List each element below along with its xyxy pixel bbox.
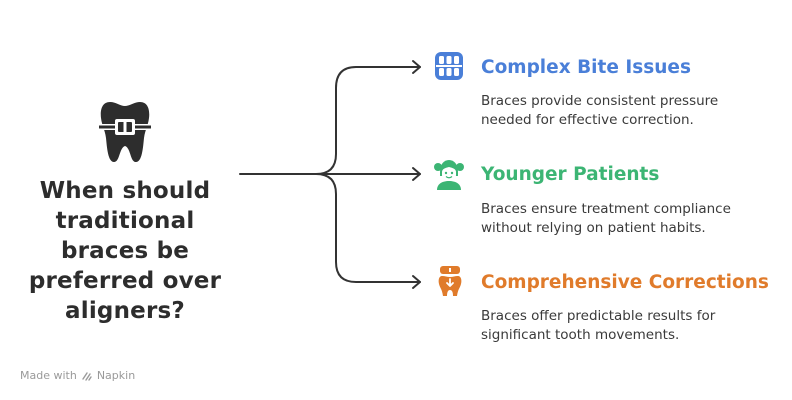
branch-desc-comprehensive: Braces offer predictable results for sig… [481,307,781,345]
branch-desc-younger-patients: Braces ensure treatment compliance witho… [481,200,781,238]
desc-line: significant tooth movements. [481,327,680,343]
question-line: traditional [55,208,195,234]
branch-desc-complex-bite: Braces provide consistent pressure neede… [481,92,781,130]
question-line: When should [39,178,211,204]
child-girl-icon [434,160,464,190]
desc-line: Braces ensure treatment compliance [481,201,731,217]
teeth-braces-icon [435,52,463,80]
made-with-napkin-watermark[interactable]: Made with Napkin [20,369,135,382]
desc-line: needed for effective correction. [481,112,694,128]
arrowhead-bottom [412,275,421,289]
watermark-brand: Napkin [96,369,136,382]
question-line: braces be [60,238,190,264]
desc-line: Braces offer predictable results for [481,308,716,324]
connector-branch-bottom [315,173,421,283]
question-line: aligners? [65,298,185,324]
arrowhead-top [412,60,421,74]
question-line: preferred over [28,268,222,294]
branch-title-complex-bite: Complex Bite Issues [481,57,691,78]
central-question: When should traditional braces be prefer… [20,176,230,326]
branch-title-younger-patients: Younger Patients [481,164,660,185]
tooth-adjust-icon [438,266,462,296]
desc-line: Braces provide consistent pressure [481,93,719,109]
arrowhead-middle [412,167,421,181]
tooth-with-braces-icon [97,102,153,162]
watermark-prefix: Made with [20,369,77,382]
desc-line: without relying on patient habits. [481,220,706,236]
napkin-logo-icon [82,371,92,381]
connector-branch-top [315,66,421,175]
branch-title-comprehensive: Comprehensive Corrections [481,272,769,293]
